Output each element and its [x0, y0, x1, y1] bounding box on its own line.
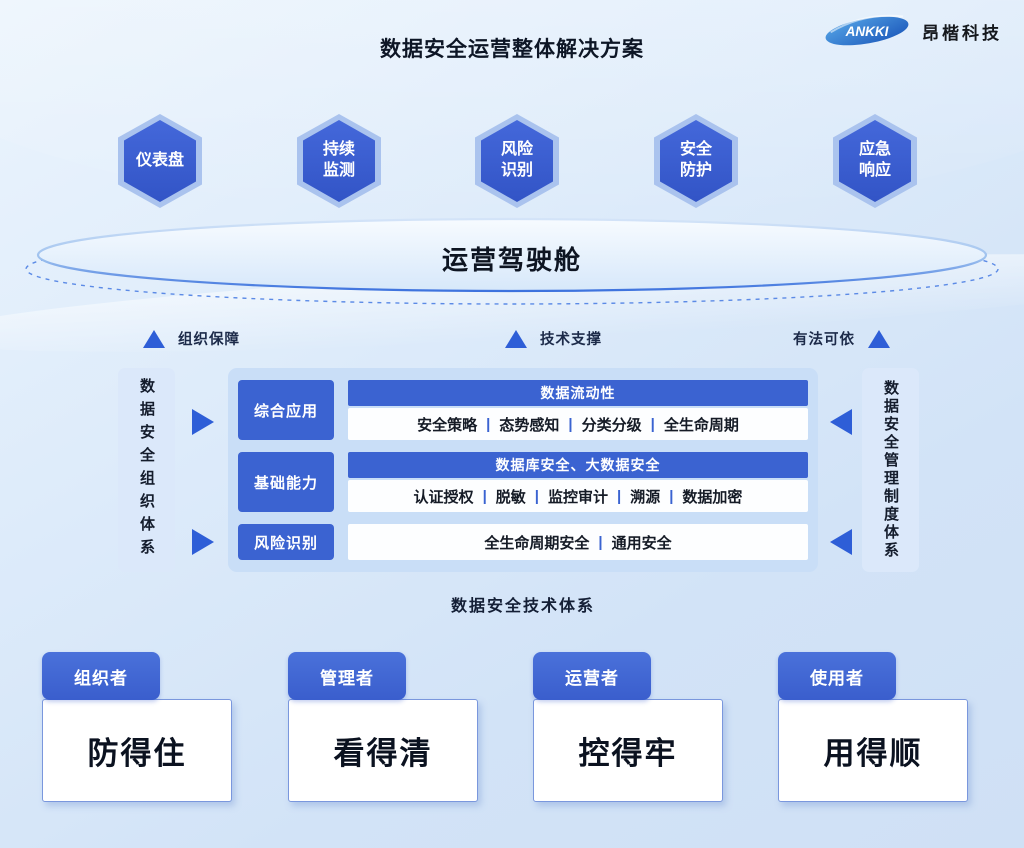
role-tag: 运营者: [533, 652, 651, 700]
row-content: 数据流动性 安全策略|态势感知|分类分级|全生命周期: [348, 380, 808, 440]
hexagon-continuous-monitoring: 持续 监测: [297, 114, 381, 208]
cockpit-label: 运营驾驶舱: [441, 245, 582, 275]
row-items: 安全策略|态势感知|分类分级|全生命周期: [348, 408, 808, 440]
triangle-up-icon: [143, 329, 165, 348]
row-content: 数据库安全、大数据安全 认证授权|脱敏|监控审计|溯源|数据加密: [348, 452, 808, 512]
matrix-row-applications: 综合应用 数据流动性 安全策略|态势感知|分类分级|全生命周期: [238, 380, 808, 440]
hexagon-label: 安全 防护: [660, 120, 732, 202]
ankki-logo-icon: ANKKI: [825, 14, 909, 46]
matrix-row-capabilities: 基础能力 数据库安全、大数据安全 认证授权|脱敏|监控审计|溯源|数据加密: [238, 452, 808, 512]
role-card-manager: 管理者 看得清: [288, 652, 478, 802]
arrow-right-icon: [192, 529, 214, 555]
row-header: 数据库安全、大数据安全: [348, 452, 808, 478]
pillar-label: 技术支撑: [540, 332, 602, 348]
ankki-logo-text: ANKKI: [845, 24, 889, 39]
arrow-left-icon: [830, 409, 852, 435]
row-items: 认证授权|脱敏|监控审计|溯源|数据加密: [348, 480, 808, 512]
hexagon-label: 仪表盘: [124, 120, 196, 202]
row-header: 数据流动性: [348, 380, 808, 406]
row-label: 综合应用: [238, 380, 334, 440]
row-label: 风险识别: [238, 524, 334, 560]
brand-name: 昂楷科技: [922, 23, 1002, 43]
left-system-bar: 数据安全组织体系: [118, 368, 175, 572]
cockpit-ellipse: [25, 217, 999, 305]
arrow-right-icon: [192, 409, 214, 435]
role-tag: 使用者: [778, 652, 896, 700]
hexagon-emergency-response: 应急 响应: [833, 114, 917, 208]
pillar-law: 有法可依: [793, 328, 890, 349]
role-value: 控得牢: [533, 699, 723, 802]
row-content: 全生命周期安全|通用安全: [348, 524, 808, 560]
pillar-technology: 技术支撑: [505, 328, 602, 349]
pillar-label: 组织保障: [178, 332, 240, 348]
role-card-user: 使用者 用得顺: [778, 652, 968, 802]
hexagon-security-protection: 安全 防护: [654, 114, 738, 208]
triangle-up-icon: [505, 329, 527, 348]
hexagon-risk-identification: 风险 识别: [475, 114, 559, 208]
brand: ANKKI 昂楷科技: [821, 14, 1002, 48]
role-value: 用得顺: [778, 699, 968, 802]
role-value: 防得住: [42, 699, 232, 802]
role-value: 看得清: [288, 699, 478, 802]
role-tag: 组织者: [42, 652, 160, 700]
role-tag: 管理者: [288, 652, 406, 700]
hexagon-dashboard: 仪表盘: [118, 114, 202, 208]
hexagon-label: 风险 识别: [481, 120, 553, 202]
tech-caption: 数据安全技术体系: [450, 598, 595, 615]
pillar-organization: 组织保障: [143, 328, 240, 349]
role-card-operator: 运营者 控得牢: [533, 652, 723, 802]
hexagon-label: 持续 监测: [303, 120, 375, 202]
arrow-left-icon: [830, 529, 852, 555]
row-items: 全生命周期安全|通用安全: [348, 524, 808, 560]
triangle-up-icon: [868, 329, 890, 348]
matrix-row-risk: 风险识别 全生命周期安全|通用安全: [238, 524, 808, 560]
role-card-organizer: 组织者 防得住: [42, 652, 232, 802]
pillar-label: 有法可依: [793, 332, 855, 348]
hexagon-label: 应急 响应: [839, 120, 911, 202]
tech-panel: 综合应用 数据流动性 安全策略|态势感知|分类分级|全生命周期 基础能力 数据库…: [228, 368, 818, 572]
row-label: 基础能力: [238, 452, 334, 512]
page-title: 数据安全运营整体解决方案: [380, 38, 644, 61]
right-system-bar: 数据安全管理制度体系: [862, 368, 919, 572]
